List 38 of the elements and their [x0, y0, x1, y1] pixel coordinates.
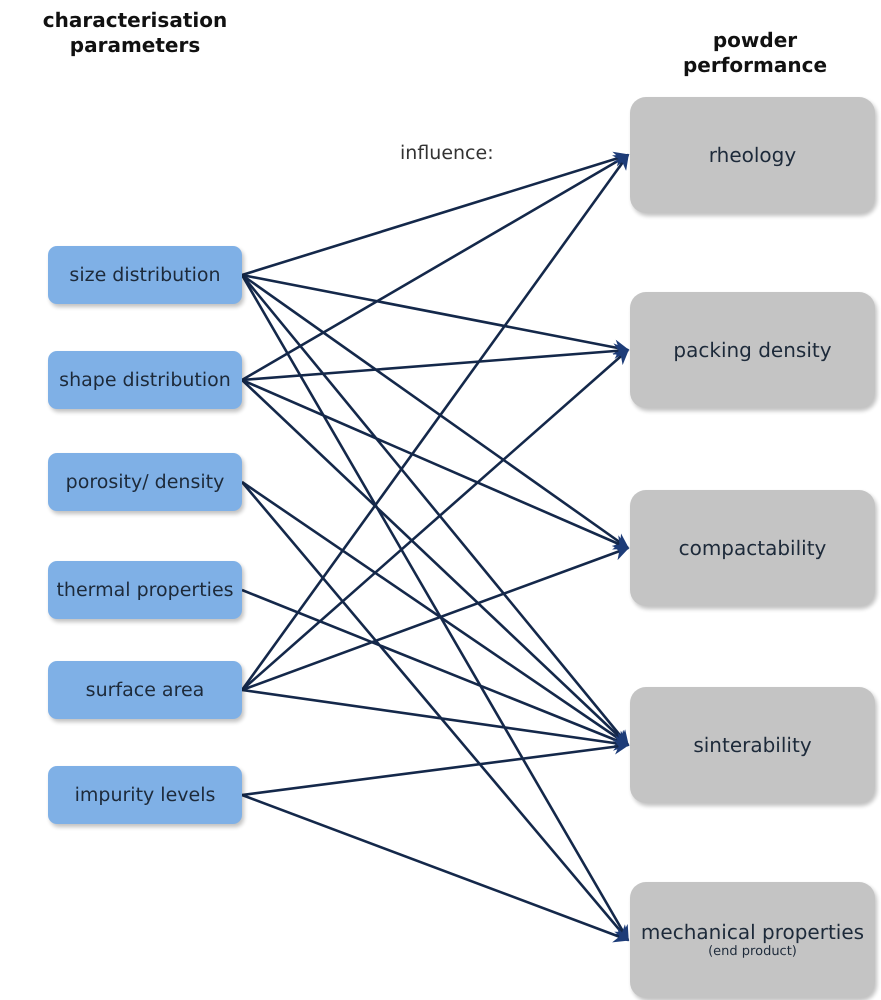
node-label: sinterability: [693, 733, 812, 757]
arrow: [242, 739, 630, 796]
node-label: porosity/ density: [66, 470, 224, 494]
arrow: [241, 379, 630, 746]
parameter-box: [48, 661, 242, 719]
node-label: impurity levels: [74, 784, 216, 806]
node-label: mechanical properties: [640, 920, 864, 944]
influence-label: influence:: [400, 142, 494, 164]
parameter-box: [48, 561, 242, 619]
node-label: surface area: [86, 678, 204, 702]
performance-box: [630, 882, 875, 998]
node-label: rheology: [708, 143, 796, 167]
column-heading: powder performance: [682, 28, 828, 78]
arrow: [242, 688, 630, 751]
node-label: thermal properties: [56, 578, 234, 602]
arrow: [242, 546, 630, 692]
arrow: [242, 588, 630, 747]
column-heading: characterisation parameters: [42, 8, 228, 58]
node-label: packing density: [673, 338, 832, 362]
node-note: (end product): [708, 944, 797, 960]
arrow: [240, 154, 630, 691]
arrow: [242, 152, 630, 276]
arrow: [241, 154, 630, 382]
arrow: [242, 794, 630, 942]
parameter-box: [48, 351, 242, 409]
arrow: [242, 343, 630, 382]
arrow: [241, 480, 630, 746]
performance-box: [630, 490, 875, 606]
parameter-box: [48, 246, 242, 304]
performance-box: [630, 97, 875, 213]
parameter-box: [48, 453, 242, 511]
arrow: [241, 481, 629, 942]
performance-box: [630, 687, 875, 803]
performance-box: [630, 292, 875, 408]
node-label: size distribution: [69, 264, 221, 286]
node-label: shape distribution: [59, 368, 231, 392]
parameter-box: [48, 766, 242, 824]
node-label: compactability: [678, 536, 826, 560]
